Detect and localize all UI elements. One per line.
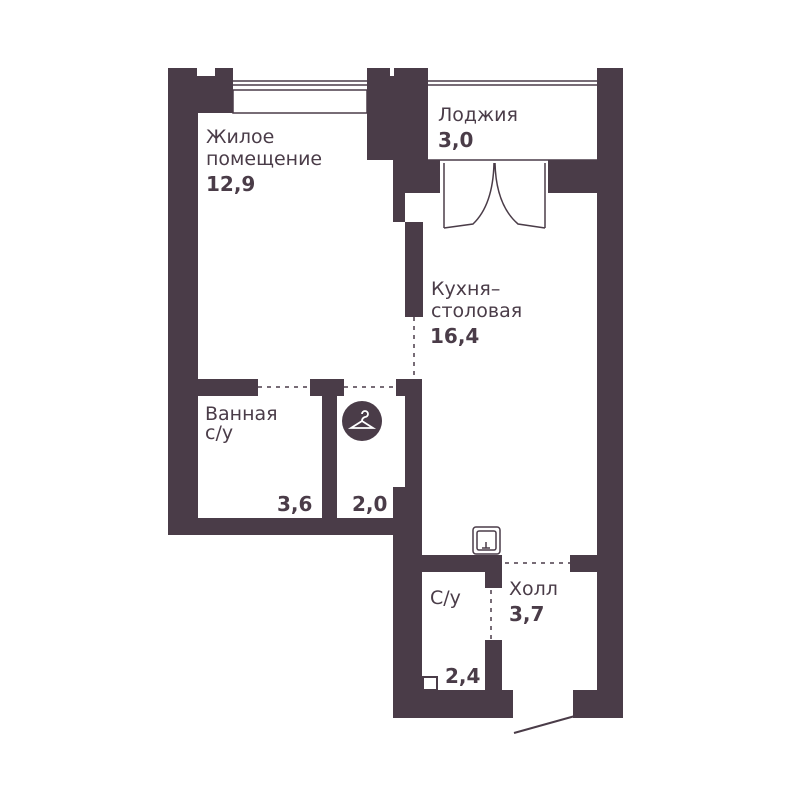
toilet-area: 2,4 [445, 664, 481, 688]
bathroom-name-line1: Ванная [205, 403, 278, 425]
windows [232, 80, 597, 161]
living-room-name-line2: помещение [206, 148, 323, 170]
living-room-name: Жилое помещение [206, 126, 322, 170]
kitchen-area: 16,4 [430, 324, 480, 348]
balcony-door [443, 162, 546, 229]
kitchen-name: Кухня– столовая [431, 278, 522, 322]
entrance-door [513, 715, 576, 734]
hall-area: 3,7 [509, 602, 545, 626]
sink-icon [472, 526, 501, 555]
loggia-area: 3,0 [438, 128, 474, 152]
walls [168, 68, 623, 718]
hall-name: Холл [509, 578, 558, 600]
bathroom-name-line2: с/у [205, 422, 234, 444]
wardrobe-area: 2,0 [352, 492, 388, 516]
toilet-name: С/у [430, 587, 461, 609]
living-room-name-line1: Жилое [206, 126, 275, 148]
toilet-fixture [422, 676, 438, 691]
wall-notch [390, 66, 394, 76]
room-dividers [258, 317, 570, 640]
kitchen-name-line1: Кухня– [431, 278, 501, 300]
bathroom-name: Ванная с/у [205, 403, 278, 444]
living-room-area: 12,9 [206, 172, 256, 196]
hanger-icon [342, 401, 382, 441]
kitchen-name-line2: столовая [431, 300, 523, 322]
loggia-name: Лоджия [438, 104, 518, 126]
wall-notch [197, 66, 215, 76]
bathroom-area: 3,6 [277, 492, 313, 516]
